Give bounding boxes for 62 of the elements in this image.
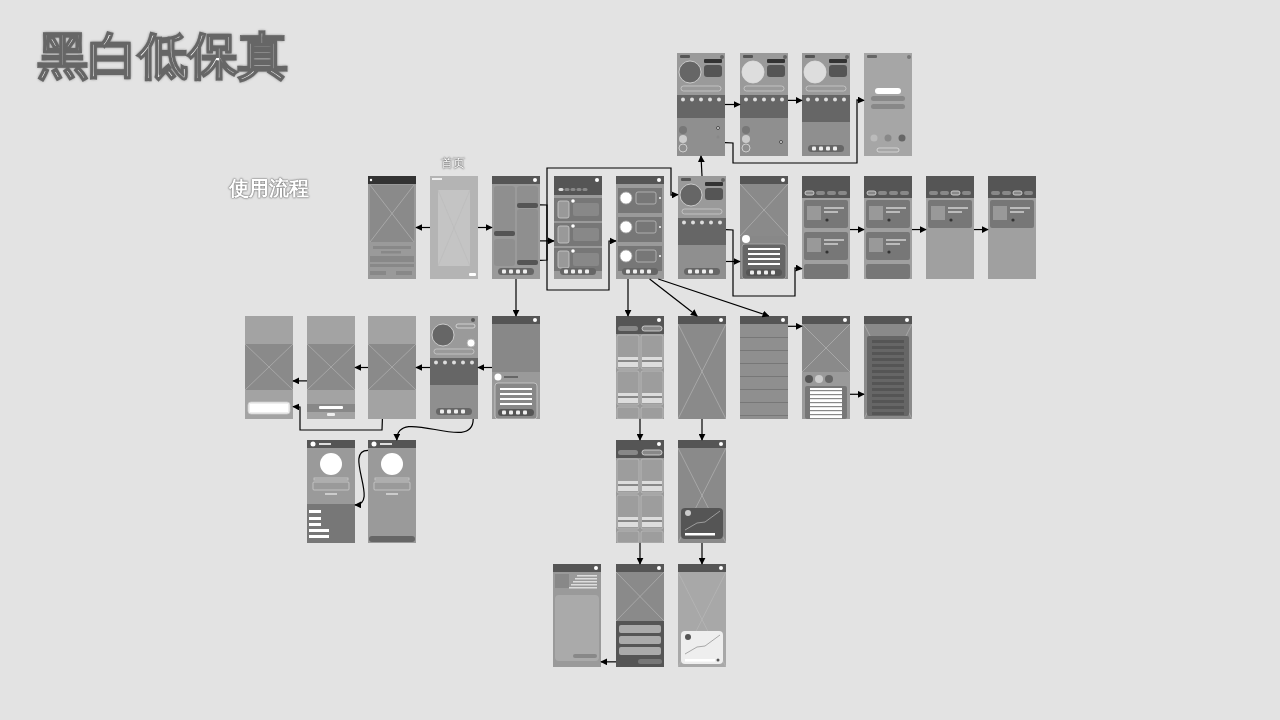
app-screen-wireframe-drawing bbox=[988, 176, 1036, 279]
flow-arrow bbox=[624, 278, 632, 317]
flow-arrow bbox=[724, 96, 865, 164]
flow-arrow bbox=[911, 226, 927, 234]
app-screen-wireframe-drawing bbox=[864, 316, 912, 419]
flow-arrow bbox=[354, 364, 369, 371]
flow-arrow bbox=[394, 418, 474, 441]
app-screen-wireframe-drawing bbox=[430, 316, 478, 419]
flow-arrow bbox=[636, 542, 644, 565]
app-screen-wireframe-drawing bbox=[740, 316, 788, 419]
flow-arrow bbox=[849, 226, 865, 234]
flow-arrow bbox=[477, 224, 493, 231]
flow-arrow bbox=[725, 258, 741, 265]
section-heading: 使用流程 bbox=[229, 176, 309, 200]
app-screen-wireframe-drawing bbox=[245, 316, 293, 419]
app-screen-wireframe-drawing bbox=[616, 564, 664, 667]
flow-arrow bbox=[415, 364, 431, 371]
flow-arrow bbox=[787, 96, 803, 104]
app-screen-wireframe-drawing bbox=[864, 53, 912, 156]
app-screen-wireframe-drawing bbox=[802, 176, 850, 279]
flow-arrow bbox=[724, 101, 741, 108]
flow-arrow bbox=[600, 658, 617, 666]
flow-arrow bbox=[477, 364, 493, 371]
flow-arrow bbox=[512, 278, 520, 317]
app-screen-wireframe-drawing bbox=[678, 316, 726, 419]
flow-arrow bbox=[725, 228, 803, 297]
app-screen-wireframe-drawing bbox=[368, 440, 416, 543]
app-screen-wireframe-drawing bbox=[864, 176, 912, 279]
flow-arrow bbox=[973, 226, 989, 234]
app-screen-wireframe-drawing bbox=[802, 53, 850, 156]
flow-arrow bbox=[698, 542, 706, 565]
flow-arrow bbox=[539, 237, 555, 245]
app-screen-wireframe-drawing bbox=[368, 316, 416, 419]
app-screen-wireframe-drawing bbox=[616, 316, 664, 419]
flow-arrow bbox=[849, 390, 865, 398]
app-screen-wireframe-drawing bbox=[430, 176, 478, 279]
app-screen-wireframe-drawing bbox=[678, 440, 726, 543]
app-screen-wireframe-drawing bbox=[307, 440, 355, 543]
app-screen-wireframe-drawing bbox=[678, 176, 726, 279]
app-screen-wireframe-drawing bbox=[616, 440, 664, 543]
flow-arrow bbox=[649, 278, 698, 317]
flow-arrow bbox=[698, 418, 706, 441]
flow-arrow bbox=[697, 155, 705, 177]
flow-arrow bbox=[657, 278, 770, 318]
app-screen-wireframe-drawing bbox=[926, 176, 974, 279]
flow-arrow bbox=[292, 403, 383, 431]
screen-caption: 首页 bbox=[441, 156, 465, 171]
page-title: 黑白低保真 bbox=[38, 26, 288, 86]
app-screen-wireframe-drawing bbox=[740, 176, 788, 279]
app-screen-wireframe-drawing bbox=[802, 316, 850, 419]
app-screen-wireframe-drawing bbox=[307, 316, 355, 419]
flow-arrow bbox=[292, 377, 308, 385]
app-screen-wireframe-drawing bbox=[677, 53, 725, 156]
flow-arrow bbox=[636, 418, 644, 441]
flow-arrow bbox=[354, 449, 369, 507]
app-screen-wireframe-drawing bbox=[678, 564, 726, 667]
flow-arrow bbox=[539, 167, 679, 262]
flow-arrow bbox=[787, 322, 803, 330]
app-screen-wireframe-drawing bbox=[492, 316, 540, 419]
flow-arrow bbox=[415, 224, 431, 231]
app-screen-wireframe-drawing bbox=[740, 53, 788, 156]
flow-arrow bbox=[539, 204, 617, 291]
